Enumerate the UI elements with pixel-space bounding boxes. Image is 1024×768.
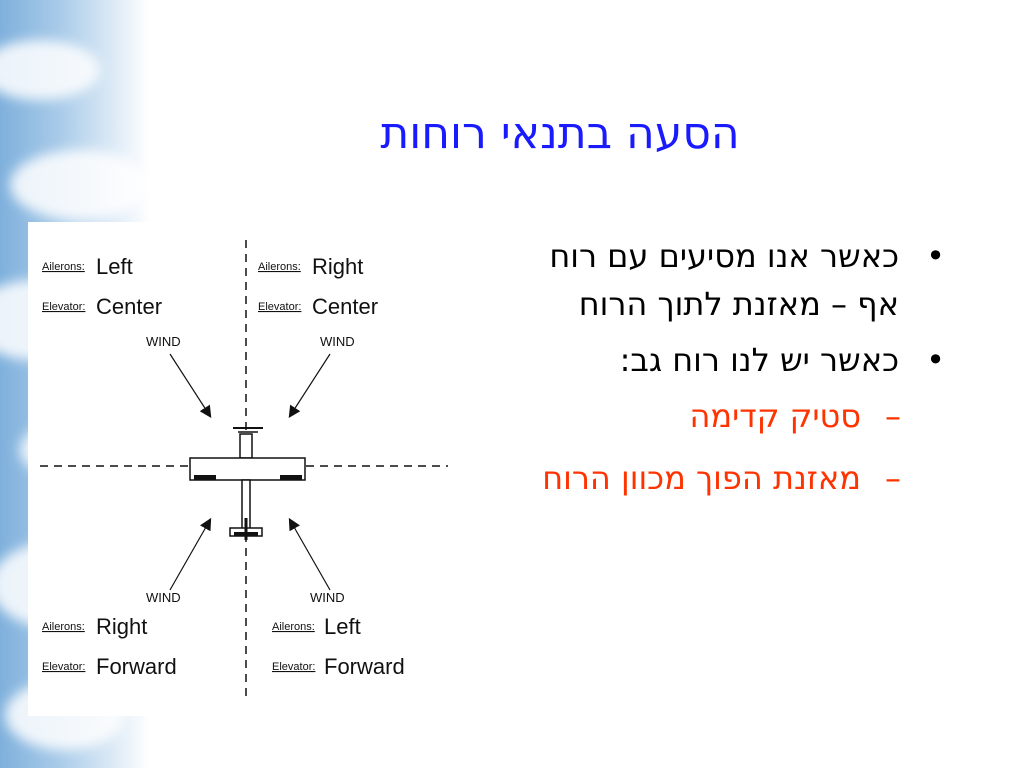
elevator-value: Center (312, 294, 378, 319)
elevator-caption: Elevator: (272, 661, 315, 673)
bullet-text: כאשר יש לנו רוח גב: (619, 341, 899, 379)
wind-label: WIND (146, 334, 181, 349)
slide-title: הסעה בתנאי רוחות (380, 108, 740, 159)
wind-label: WIND (146, 590, 181, 605)
aileron-caption: Ailerons: (42, 261, 85, 273)
airplane-icon (189, 427, 306, 540)
bullet-list: • כאשר אנו מסיעים עם רוח אף – מאזנת לתוך… (515, 232, 945, 502)
aileron-value: Left (96, 254, 133, 279)
elevator-value: Center (96, 294, 162, 319)
wind-taxi-diagram: WIND WIND WIND WIND Ailerons: Left Eleva… (28, 222, 488, 716)
bullet-icon: • (926, 237, 945, 275)
bullet-icon: • (926, 341, 945, 379)
wind-arrow (169, 517, 212, 591)
elevator-value: Forward (96, 654, 177, 679)
aileron-value: Right (96, 614, 147, 639)
sub-bullet-item: – סטיק קדימה (515, 392, 945, 440)
wind-arrow (169, 353, 212, 419)
aileron-caption: Ailerons: (272, 621, 315, 633)
elevator-caption: Elevator: (258, 301, 301, 313)
bullet-item: • כאשר אנו מסיעים עם רוח אף – מאזנת לתוך… (515, 232, 945, 328)
dash-icon: – (885, 459, 901, 497)
wind-arrow (288, 353, 331, 419)
elevator-value: Forward (324, 654, 405, 679)
sub-bullet-item: – מאזנת הפוך מכוון הרוח (515, 454, 945, 502)
wind-label: WIND (310, 590, 345, 605)
aileron-caption: Ailerons: (42, 621, 85, 633)
wind-label: WIND (320, 334, 355, 349)
aileron-caption: Ailerons: (258, 261, 301, 273)
bullet-item: • כאשר יש לנו רוח גב: (515, 336, 945, 384)
wind-arrow (288, 517, 331, 591)
aileron-value: Right (312, 254, 363, 279)
bullet-text: כאשר אנו מסיעים עם רוח אף – מאזנת לתוך ה… (549, 237, 899, 323)
sub-bullet-text: סטיק קדימה (689, 397, 861, 435)
dash-icon: – (885, 397, 901, 435)
elevator-caption: Elevator: (42, 661, 85, 673)
elevator-caption: Elevator: (42, 301, 85, 313)
sub-bullet-text: מאזנת הפוך מכוון הרוח (542, 459, 861, 497)
aileron-value: Left (324, 614, 361, 639)
